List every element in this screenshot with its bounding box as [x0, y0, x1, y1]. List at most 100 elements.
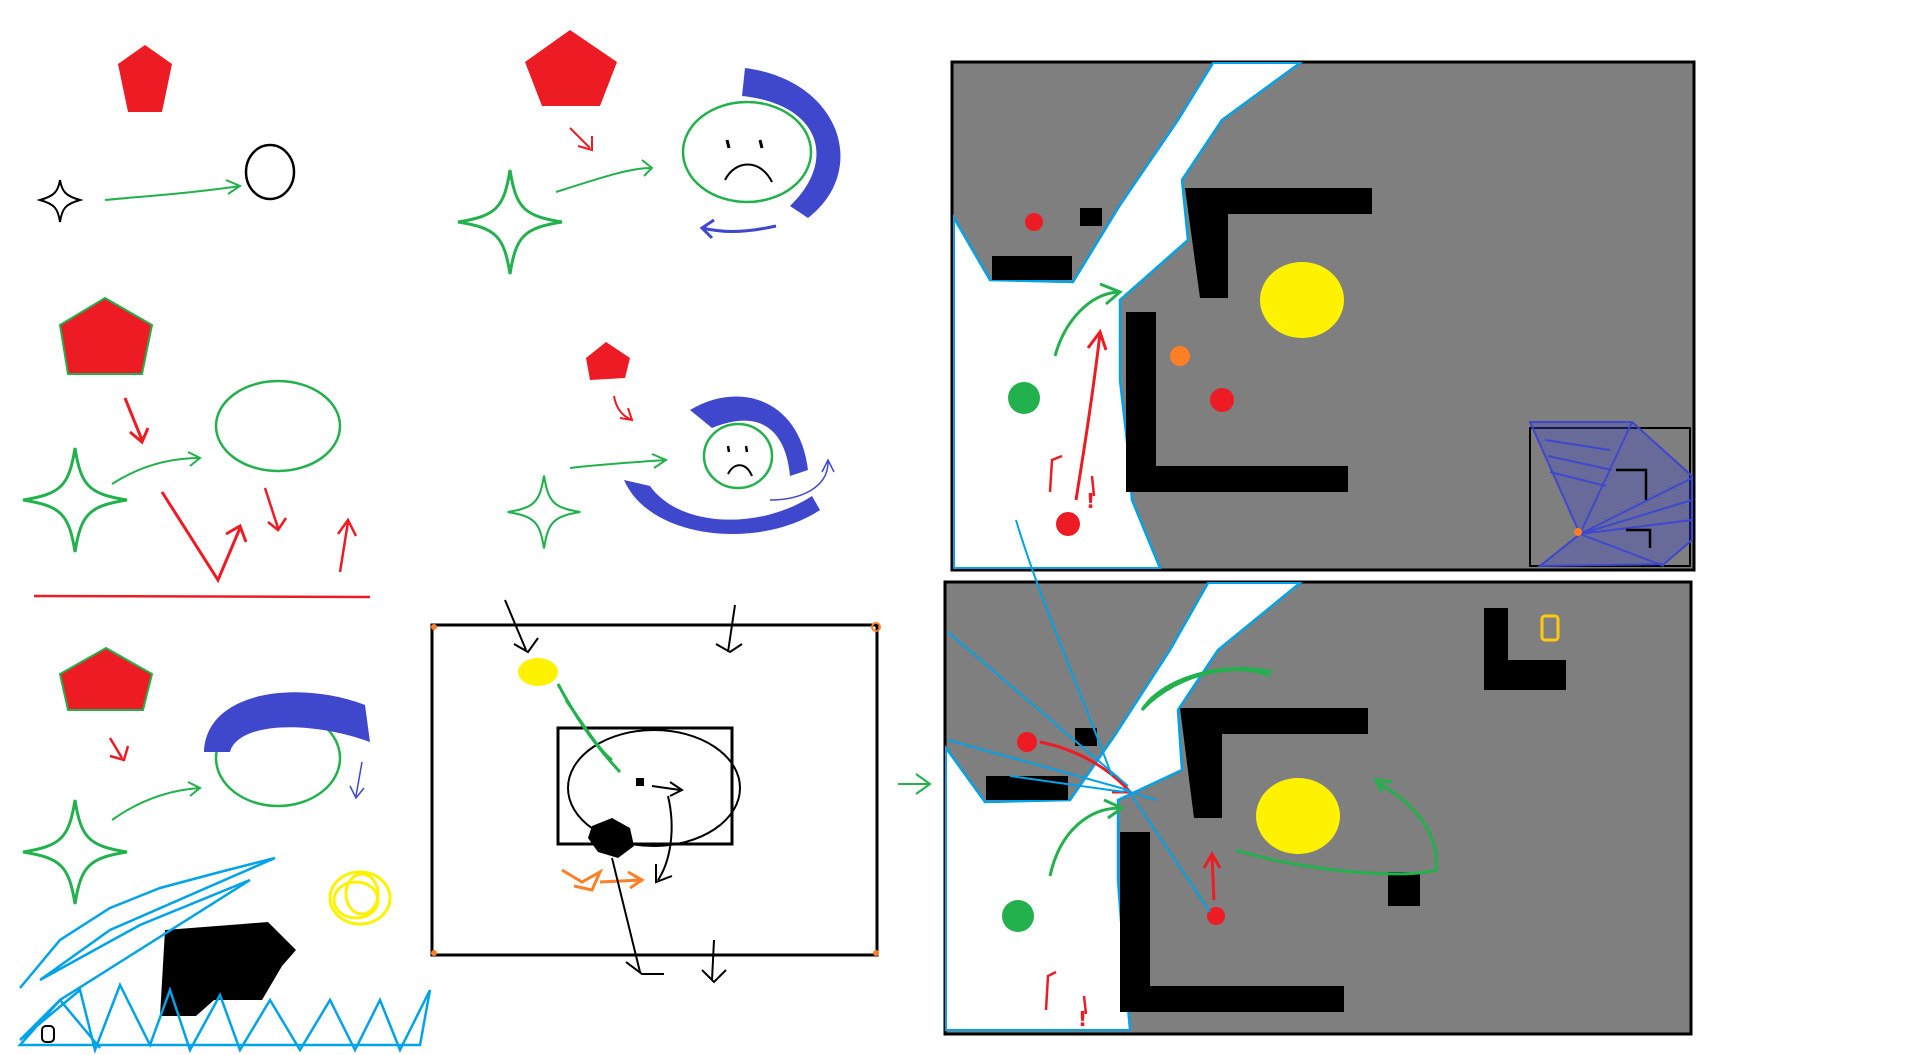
enemy-path-arrow [1202, 850, 1222, 901]
alert-path [1044, 970, 1088, 1015]
black-rock-shape [160, 922, 296, 1016]
camera-viewport-frame [430, 623, 879, 957]
enemy-dot [1207, 907, 1225, 925]
enemy-dot [1017, 732, 1037, 752]
sad-face-mouth [727, 464, 753, 477]
rotate-arrow [699, 218, 777, 240]
vision-rays [1539, 421, 1693, 567]
rotate-arrow [349, 761, 365, 800]
corner-marker [873, 950, 879, 956]
up-red-arrow [336, 517, 358, 573]
enemy-pentagon-icon [586, 342, 630, 380]
black-scribble-blob [588, 818, 634, 858]
vision-cone-inset [1528, 421, 1693, 568]
player-move-arrow [651, 781, 684, 797]
panel-sad-face-double-shield [506, 342, 835, 550]
player-star-icon [36, 179, 84, 223]
small-bag-icon [41, 1025, 55, 1043]
move-arrow [104, 179, 243, 201]
corridor-edge-left [944, 582, 1210, 804]
player-path-arrow [1048, 798, 1126, 877]
panel-sad-face-shield [456, 30, 841, 276]
player-star-icon [506, 474, 582, 550]
transition-arrow [898, 773, 932, 795]
small-wall [1616, 468, 1652, 548]
target-circle [244, 143, 296, 201]
sad-face-icon [681, 100, 813, 204]
vision-cone [1528, 421, 1693, 568]
corridor-edge-left [952, 62, 1215, 284]
orange-dot [1170, 346, 1190, 366]
wall-block [992, 256, 1072, 280]
player-route-arrow [1140, 667, 1438, 876]
move-arrow [555, 159, 654, 193]
shield-arc [742, 68, 841, 218]
enemy-dot [1210, 388, 1234, 412]
level-map-bottom: ! [943, 519, 1693, 1036]
player-star-icon [21, 798, 129, 906]
panel-shield-approach [17, 646, 432, 1055]
move-arrow [111, 781, 202, 821]
move-arrow [111, 451, 202, 485]
sad-face-eye-right [744, 445, 749, 453]
player-dot [1002, 900, 1034, 932]
corner-marker [431, 624, 437, 630]
shield-arc-bottom [624, 480, 820, 534]
small-red-arrow [263, 487, 288, 532]
corner-marker [431, 950, 437, 956]
wall-l-shape [1126, 312, 1348, 492]
wall-l-shape-small [1484, 608, 1566, 690]
enemy-move-arrow [613, 395, 634, 422]
sad-face-mouth [724, 163, 773, 183]
enemy-dot [1025, 213, 1043, 231]
orange-dot [1574, 528, 1582, 536]
wall-block [1388, 872, 1420, 906]
down-arrow-from-blob [611, 857, 664, 975]
enemy-sight-lines [947, 519, 1211, 913]
enemy-move-arrow [123, 397, 150, 445]
wall-block [1075, 728, 1097, 746]
wall-l-shape [1185, 188, 1372, 298]
enemy-pentagon-icon [58, 296, 154, 375]
focus-ellipse [567, 729, 741, 847]
player-dot [1008, 382, 1040, 414]
wall-block [986, 776, 1068, 800]
alert-mark: ! [1078, 1007, 1087, 1031]
player-star-icon [21, 446, 129, 554]
inner-deadzone-frame [556, 726, 734, 846]
ground-line [33, 594, 371, 599]
corner-marker [871, 622, 881, 632]
wall-l-shape [1120, 832, 1344, 1012]
sad-face-eye-left [725, 139, 731, 149]
enemy-dot [1056, 512, 1080, 536]
camera-arrow-bottom-right [701, 939, 727, 984]
alert-mark: ! [1086, 489, 1095, 513]
sad-face-eye-left [726, 445, 731, 453]
move-arrow [569, 453, 669, 469]
alert-path [1048, 454, 1096, 497]
player-dot [636, 778, 644, 786]
player-path-arrow [1053, 282, 1123, 357]
scribble-light-blob [328, 870, 392, 926]
panel-bounce-approach [21, 296, 371, 599]
bounce-arrow [160, 491, 248, 584]
camera-arrow-top-left [504, 599, 539, 654]
light-target-blob [518, 658, 558, 686]
shield-arc [204, 692, 370, 752]
level-map-top: ! [950, 60, 1696, 572]
light-blob [1256, 778, 1340, 854]
shield-arc-top [690, 396, 808, 476]
sad-face-eye-right [758, 139, 764, 149]
orange-arrow [561, 868, 645, 892]
enemy-pentagon-icon [58, 646, 154, 711]
down-arrow-from-ellipse [655, 795, 673, 884]
green-link-line [556, 683, 622, 774]
bag-icon [1540, 614, 1560, 642]
wall-block [1080, 208, 1102, 226]
panel-basic-approach [36, 45, 296, 223]
light-blob [1260, 262, 1344, 338]
enemy-move-arrow [569, 127, 593, 152]
camera-arrow-top-right [715, 604, 743, 654]
panel-camera-frame [430, 599, 881, 984]
